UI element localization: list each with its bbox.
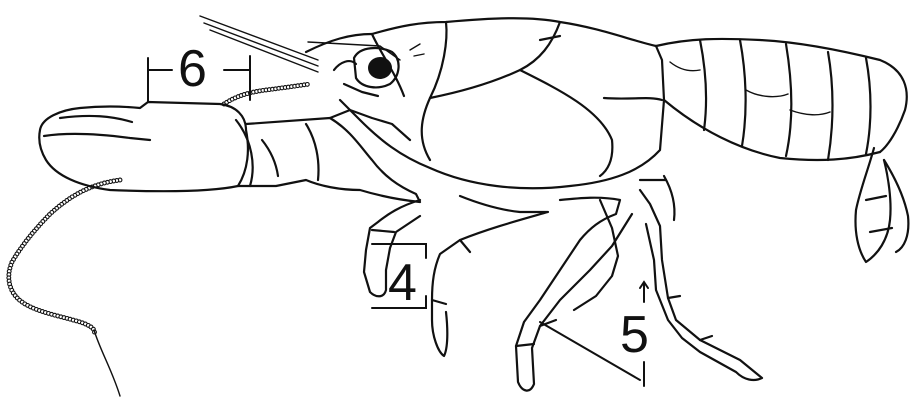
eye-pupil	[368, 57, 392, 79]
cheliped	[39, 102, 420, 202]
label-4: 4	[388, 254, 417, 312]
measure-4: 4	[372, 244, 426, 312]
walking-legs	[364, 176, 762, 391]
label-6: 6	[178, 40, 207, 98]
measure-6: 6	[148, 40, 250, 102]
abdomen	[656, 39, 908, 262]
label-5: 5	[620, 306, 649, 364]
eye	[334, 44, 424, 96]
carapace	[306, 18, 664, 188]
antenna	[7, 178, 122, 334]
antennule	[222, 83, 310, 106]
antenna-segment	[305, 83, 309, 87]
edge-line	[94, 330, 120, 396]
